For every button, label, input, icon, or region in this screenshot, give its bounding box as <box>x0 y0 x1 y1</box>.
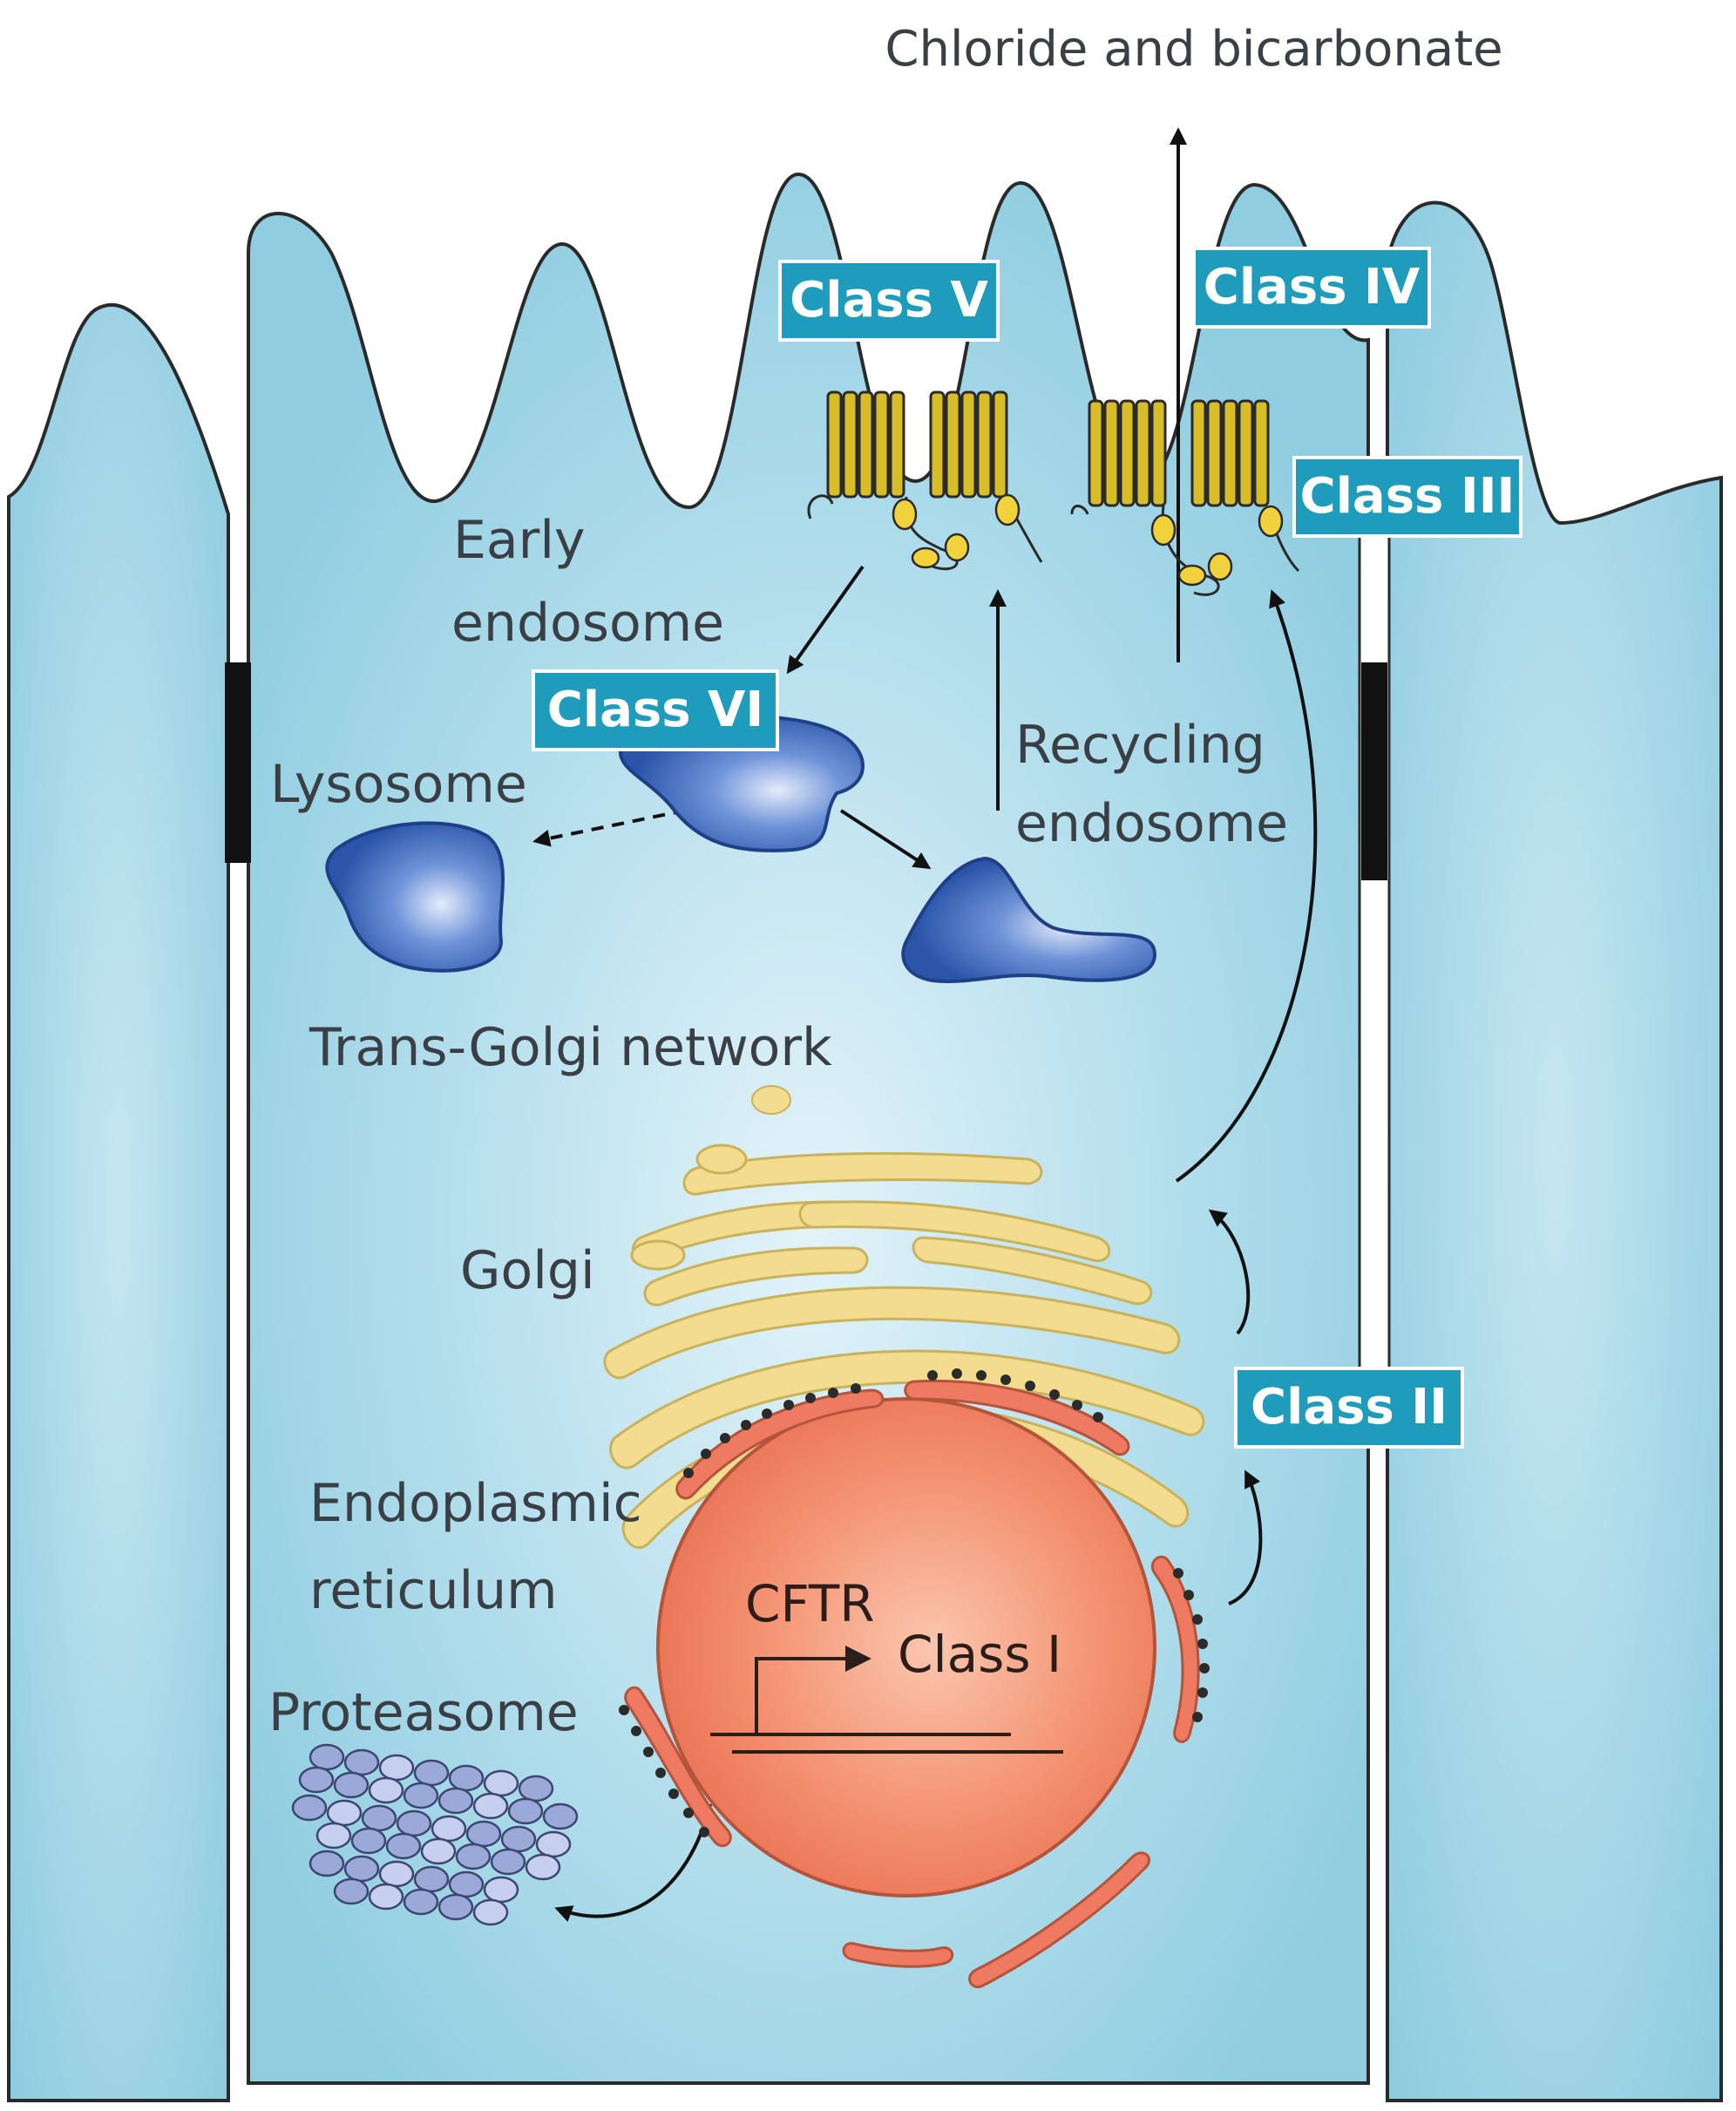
proteasome-subunit <box>333 1771 370 1799</box>
proteasome-subunit <box>535 1830 572 1858</box>
class-iv-label: Class IV <box>1204 259 1421 316</box>
proteasome-subunit <box>291 1794 328 1822</box>
proteasome-subunit <box>455 1843 492 1870</box>
proteasome-subunit <box>343 1748 380 1776</box>
proteasome-subunit <box>309 1743 345 1771</box>
golgi-label: Golgi <box>460 1240 595 1301</box>
proteasome-subunit <box>403 1782 439 1809</box>
title: Chloride and bicarbonate <box>885 21 1502 78</box>
golgi-exit-arrow <box>1208 1209 1251 1335</box>
proteasome-subunit <box>448 1764 485 1792</box>
er-ribosomes <box>619 1368 1210 1837</box>
proteasome-subunit <box>472 1898 509 1926</box>
tight-junction-left <box>225 662 251 863</box>
class-v-label: Class V <box>790 272 988 329</box>
trans-golgi-label: Trans-Golgi network <box>309 1017 832 1078</box>
proteasome-subunit <box>525 1853 561 1881</box>
recycling-endosome <box>901 856 1157 984</box>
proteasome-subunit <box>385 1832 422 1860</box>
proteasome-subunit <box>420 1837 457 1865</box>
proteasome-subunit <box>368 1776 404 1804</box>
proteasome-subunit <box>315 1822 352 1850</box>
proteasome <box>291 1743 579 1926</box>
proteasome-subunit <box>309 1850 345 1877</box>
lysosome <box>325 821 505 973</box>
class-i-label: Class I <box>898 1625 1061 1684</box>
er-label-1: Endoplasmic <box>309 1473 642 1534</box>
class-iii-box: Class III <box>1292 456 1522 538</box>
proteasome-subunit <box>396 1809 432 1837</box>
proteasome-subunit <box>542 1802 579 1830</box>
recycling-endosome-label-1: Recycling <box>1015 715 1265 776</box>
proteasome-subunit <box>298 1766 335 1794</box>
cftr-gene <box>710 1646 1063 1754</box>
early-endosome-label-1: Early <box>453 510 586 571</box>
proteasome-subunit <box>350 1827 387 1855</box>
cftr-channel-left <box>807 390 1043 571</box>
class-vi-label: Class VI <box>547 682 763 738</box>
tight-junction-right <box>1361 662 1387 880</box>
proteasome-subunit <box>483 1876 519 1904</box>
proteasome-subunit <box>413 1759 450 1787</box>
golgi-to-membrane-arrow <box>1175 589 1318 1183</box>
cftr-channel-right <box>1070 399 1300 596</box>
endocytosis-arrow <box>786 565 865 675</box>
early-endosome-label-2: endosome <box>451 593 724 654</box>
proteasome-subunit <box>403 1888 439 1916</box>
junction-strip-right <box>1360 488 1389 1386</box>
class-ii-box: Class II <box>1234 1367 1464 1449</box>
lysosome-label: Lysosome <box>270 754 527 815</box>
proteasome-subunit <box>483 1769 519 1797</box>
er-label-2: reticulum <box>309 1560 558 1621</box>
class-v-box: Class V <box>778 260 1000 342</box>
class-iv-box: Class IV <box>1192 247 1431 329</box>
proteasome-subunit <box>361 1804 397 1832</box>
endoplasmic-reticulum <box>624 1379 1200 1989</box>
proteasome-subunit <box>437 1787 474 1815</box>
proteasome-subunit <box>518 1775 554 1802</box>
class-vi-box: Class VI <box>532 669 779 751</box>
proteasome-subunit <box>413 1865 450 1893</box>
nucleus <box>656 1397 1156 1897</box>
class-ii-label: Class II <box>1251 1379 1448 1436</box>
trans-golgi-vesicle <box>751 1085 791 1115</box>
proteasome-label: Proteasome <box>268 1682 579 1743</box>
cftr-label: CFTR <box>745 1574 875 1633</box>
class-iii-label: Class III <box>1300 468 1516 525</box>
proteasome-subunit <box>431 1815 467 1843</box>
proteasome-subunit <box>343 1855 380 1883</box>
left-neighbor-cell <box>7 302 230 2102</box>
proteasome-subunit <box>378 1754 415 1782</box>
proteasome-subunit <box>326 1799 363 1827</box>
recycling-endosome-label-2: endosome <box>1015 793 1288 854</box>
proteasome-subunit <box>437 1893 474 1921</box>
proteasome-subunit <box>472 1792 509 1820</box>
proteasome-subunit <box>448 1870 485 1898</box>
proteasome-subunit <box>500 1825 537 1853</box>
proteasome-subunit <box>378 1860 415 1888</box>
proteasome-subunit <box>507 1797 544 1825</box>
proteasome-subunit <box>333 1877 370 1905</box>
proteasome-subunit <box>368 1883 404 1911</box>
er-to-golgi-arrow <box>1228 1470 1263 1605</box>
proteasome-subunit <box>465 1820 502 1848</box>
early-to-recycling-arrow <box>839 809 932 870</box>
right-neighbor-cell <box>1386 200 1723 2102</box>
proteasome-subunit <box>490 1848 526 1876</box>
